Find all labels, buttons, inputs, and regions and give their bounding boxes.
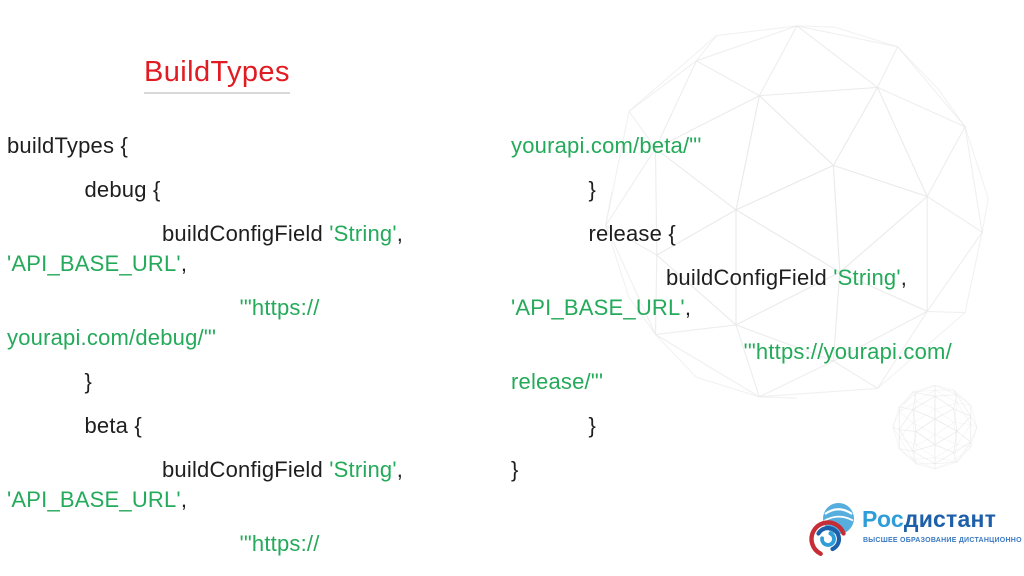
- code-string: 'String': [833, 265, 901, 290]
- logo-name-part2: дистант: [903, 506, 997, 532]
- code-line: buildTypes {: [7, 131, 504, 161]
- code-text: ,: [900, 265, 908, 290]
- code-column-left: buildTypes {debug {buildConfigField 'Str…: [7, 131, 504, 559]
- rosdistant-logo-name: Росдистант: [862, 506, 996, 533]
- code-text: ,: [396, 457, 404, 482]
- code-line: release {: [511, 219, 1017, 249]
- code-line: yourapi.com/beta/"': [511, 131, 1017, 161]
- code-line: beta {: [7, 411, 504, 441]
- code-line: '"https://: [7, 293, 504, 323]
- code-string: yourapi.com/beta/"': [511, 133, 702, 158]
- code-text: }: [84, 369, 93, 394]
- code-string: release/"': [511, 369, 604, 394]
- code-string: 'String': [329, 221, 397, 246]
- code-string: 'API_BASE_URL': [7, 487, 181, 512]
- code-text: beta {: [84, 413, 142, 438]
- code-line: yourapi.com/debug/"': [7, 323, 504, 353]
- code-text: buildConfigField: [666, 265, 834, 290]
- code-text: debug {: [84, 177, 161, 202]
- code-line: buildConfigField 'String',: [7, 455, 504, 485]
- code-string: 'API_BASE_URL': [511, 295, 685, 320]
- logo-name-part1: Рос: [862, 506, 904, 532]
- code-line: 'API_BASE_URL',: [7, 249, 504, 279]
- code-text: release {: [588, 221, 676, 246]
- code-line: '"https://yourapi.com/: [511, 337, 1017, 367]
- code-line: buildConfigField 'String',: [511, 263, 1017, 293]
- code-line: release/"': [511, 367, 1017, 397]
- code-text: ,: [396, 221, 404, 246]
- code-line: }: [511, 175, 1017, 205]
- code-line: }: [7, 367, 504, 397]
- code-string: yourapi.com/debug/"': [7, 325, 217, 350]
- code-text: }: [511, 457, 519, 482]
- code-text: buildConfigField: [162, 221, 330, 246]
- code-line: '"https://: [7, 529, 504, 559]
- code-line: 'API_BASE_URL',: [511, 293, 1017, 323]
- code-text: }: [588, 413, 597, 438]
- code-text: buildTypes {: [7, 133, 129, 158]
- rosdistant-logo-tagline: ВЫСШЕЕ ОБРАЗОВАНИЕ ДИСТАНЦИОННО: [863, 537, 1022, 544]
- code-line: }: [511, 411, 1017, 441]
- code-string: '"https://: [239, 531, 320, 556]
- code-column-right: yourapi.com/beta/"'} release { buildConfig…: [511, 131, 1017, 485]
- code-text: ,: [180, 251, 188, 276]
- slide-title: BuildTypes: [144, 56, 290, 94]
- code-line: }: [511, 455, 1017, 485]
- rosdistant-globe-swirl-icon: [809, 503, 854, 558]
- code-text: buildConfigField: [162, 457, 330, 482]
- code-string: 'API_BASE_URL': [7, 251, 181, 276]
- code-text: ,: [684, 295, 692, 320]
- code-line: buildConfigField 'String',: [7, 219, 504, 249]
- code-string: 'String': [329, 457, 397, 482]
- rosdistant-logo: Росдистант ВЫСШЕЕ ОБРАЗОВАНИЕ ДИСТАНЦИОН…: [806, 500, 1022, 562]
- code-text: }: [588, 177, 597, 202]
- code-string: '"https://yourapi.com/: [743, 339, 952, 364]
- code-string: '"https://: [239, 295, 320, 320]
- code-text: ,: [180, 487, 188, 512]
- code-line: debug {: [7, 175, 504, 205]
- code-line: 'API_BASE_URL',: [7, 485, 504, 515]
